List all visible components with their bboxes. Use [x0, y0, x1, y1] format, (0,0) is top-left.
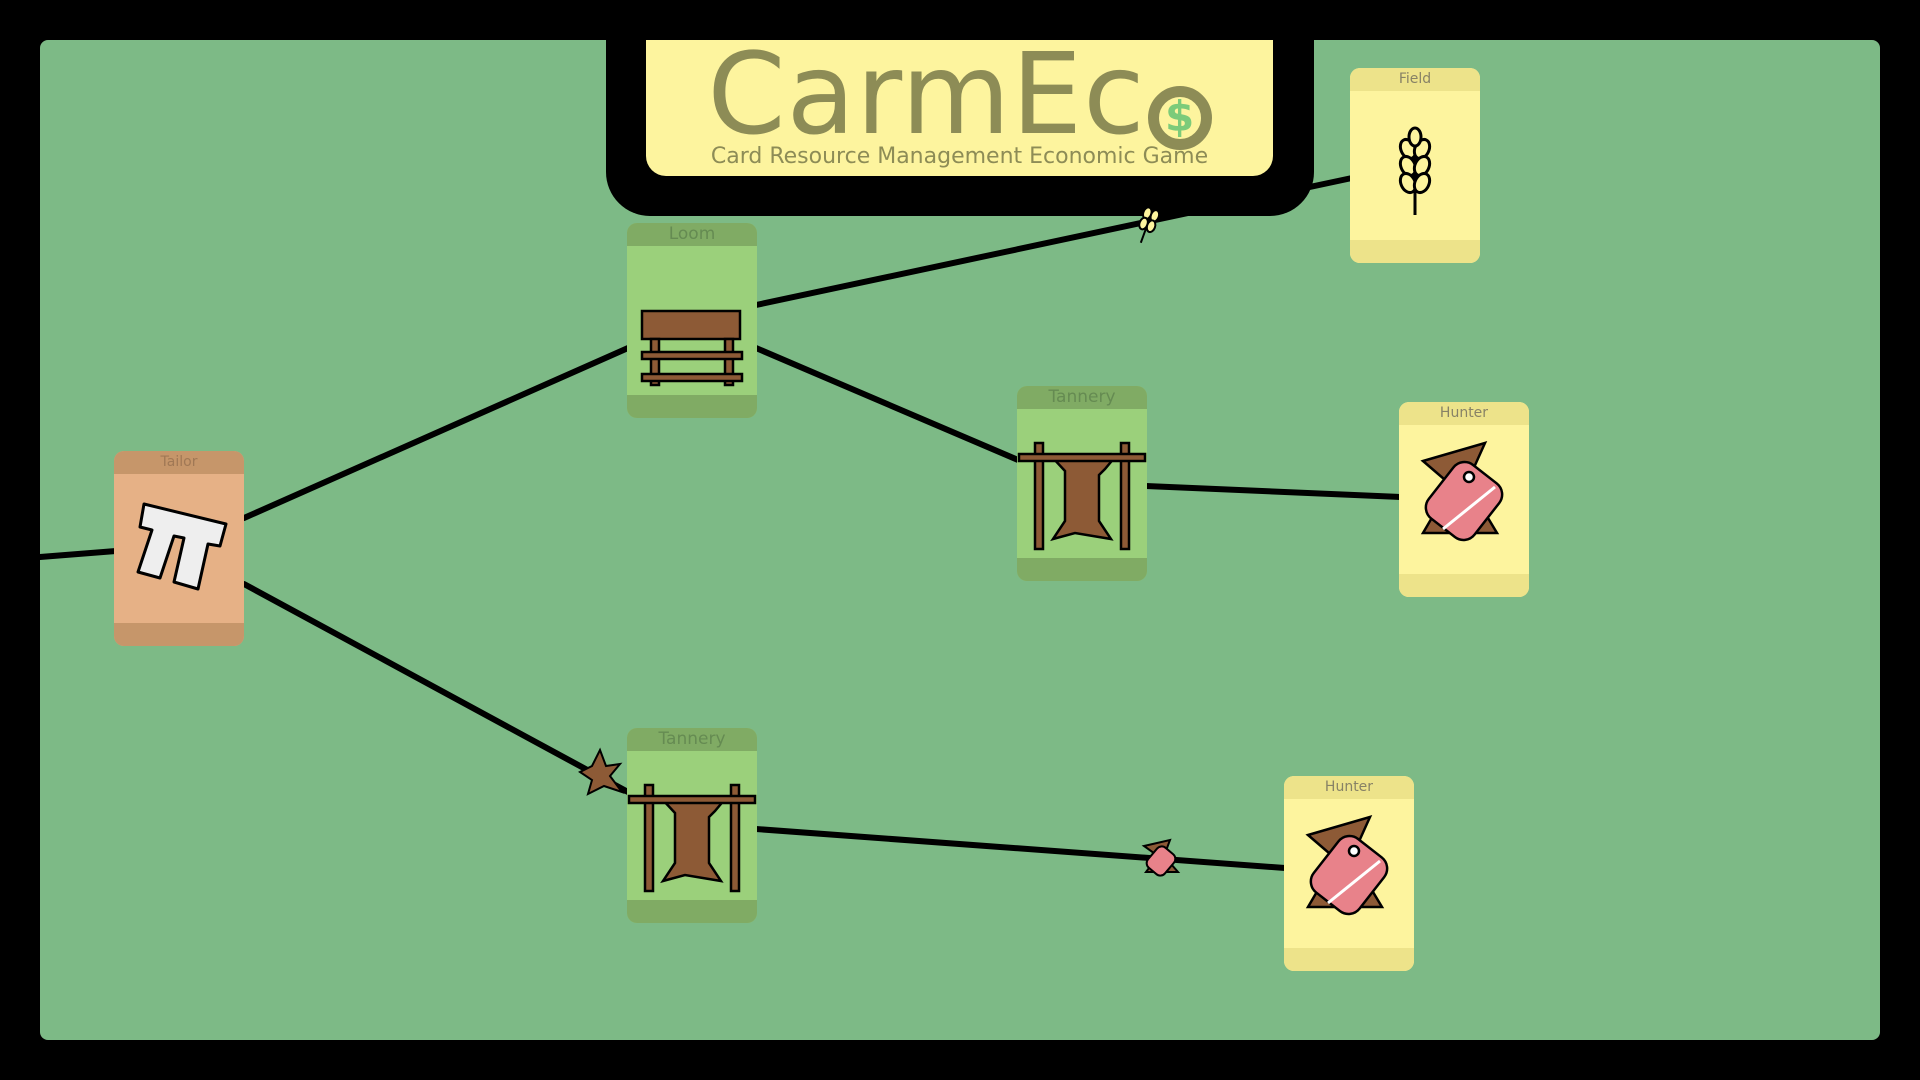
- card-label: Field: [1350, 68, 1480, 91]
- card-label: Tannery: [1017, 386, 1147, 409]
- game-title: CarmEc$: [646, 39, 1273, 151]
- connection-loom-tannery-top: [753, 345, 1021, 463]
- card-label: Tailor: [114, 451, 244, 474]
- card-foot: [627, 900, 757, 923]
- loom-icon: [640, 309, 744, 387]
- tanning-rack-icon: [627, 783, 757, 893]
- card-foot: [1399, 574, 1529, 597]
- wheat-icon: [1398, 126, 1432, 215]
- card-label: Hunter: [1399, 402, 1529, 425]
- card-hunter-top[interactable]: Hunter: [1399, 402, 1529, 597]
- shirt-icon: [136, 502, 228, 591]
- card-field[interactable]: Field: [1350, 68, 1480, 263]
- card-label: Hunter: [1284, 776, 1414, 799]
- meat-icon: [1305, 815, 1389, 916]
- card-foot: [627, 395, 757, 418]
- game-title-text: CarmEc: [707, 30, 1146, 160]
- card-hunter-bottom[interactable]: Hunter: [1284, 776, 1414, 971]
- card-foot: [1284, 948, 1414, 971]
- card-label: Tannery: [627, 728, 757, 751]
- wheat-token-icon: [1138, 206, 1161, 244]
- meat-icon: [1420, 441, 1504, 542]
- card-tannery-bottom[interactable]: Tannery: [627, 728, 757, 923]
- card-loom[interactable]: Loom: [627, 223, 757, 418]
- leather-token-icon: [578, 747, 625, 796]
- tanning-rack-icon: [1017, 441, 1147, 551]
- card-foot: [1350, 240, 1480, 263]
- connection-edge-to-tailor: [37, 548, 119, 560]
- connection-tannery-hunter-bottom: [753, 826, 1288, 871]
- card-foot: [1017, 558, 1147, 581]
- card-tannery-top[interactable]: Tannery: [1017, 386, 1147, 581]
- card-label: Loom: [627, 223, 757, 246]
- meat-token-icon: [1141, 838, 1181, 877]
- game-subtitle: Card Resource Management Economic Game: [710, 144, 1209, 169]
- card-tailor[interactable]: Tailor: [114, 451, 244, 646]
- title-banner: CarmEc$ Card Resource Management Economi…: [646, 39, 1273, 176]
- card-foot: [114, 623, 244, 646]
- connection-tailor-loom: [241, 345, 631, 521]
- dollar-coin-icon: $: [1147, 86, 1212, 150]
- connection-tannery-hunter-top: [1143, 483, 1403, 500]
- connection-tailor-tannery-bottom: [241, 581, 631, 795]
